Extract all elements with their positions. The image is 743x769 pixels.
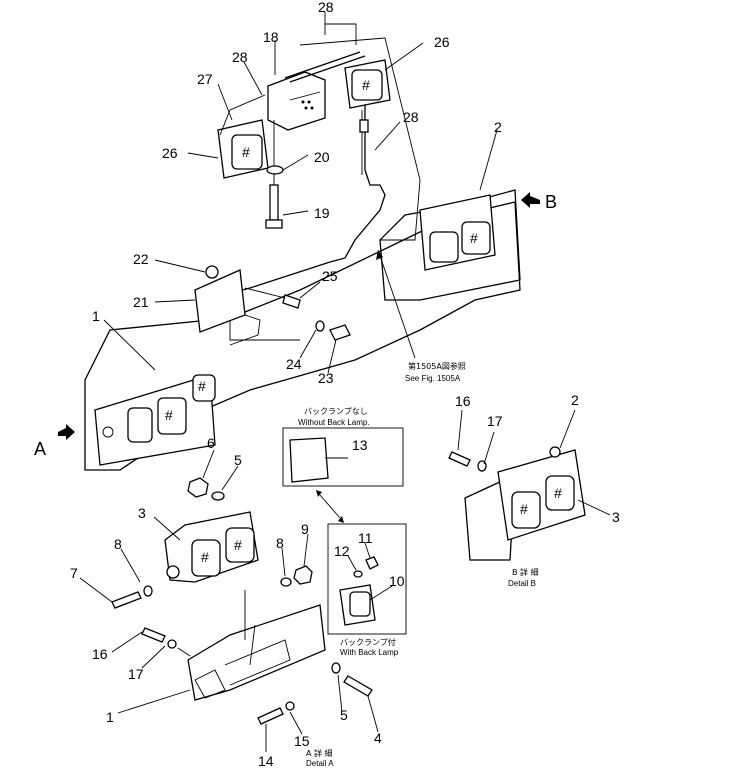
tail-lamp-right-top: # <box>419 194 496 271</box>
callout-16-a: 16 <box>92 646 108 662</box>
bolt-23 <box>315 320 351 341</box>
callout-20: 20 <box>314 149 330 165</box>
callout-3-a: 3 <box>138 505 146 521</box>
detail-b-assembly: # # <box>448 446 586 561</box>
without-back-lamp-en: Without Back Lamp. <box>298 418 370 427</box>
tail-lamp-left-top: # # <box>94 374 216 466</box>
detail-a-jp: A 詳 細 <box>306 748 333 758</box>
callout-28-top: 28 <box>318 0 334 15</box>
leader-lines <box>79 12 611 752</box>
callout-28-right: 28 <box>403 109 419 125</box>
svg-text:#: # <box>362 77 370 93</box>
callout-3-b: 3 <box>612 509 620 525</box>
work-lamp-right: # <box>344 59 391 109</box>
callout-15: 15 <box>294 733 310 749</box>
hash-lamp-icon: # <box>470 230 478 246</box>
nut-9 <box>293 565 313 585</box>
svg-text:#: # <box>165 407 173 423</box>
without-back-lamp-box <box>282 427 404 487</box>
double-arrow-icon <box>316 490 344 523</box>
callout-5-lower: 5 <box>340 707 348 723</box>
see-fig-note-jp: 第1505A図参照 <box>408 361 466 371</box>
callout-10: 10 <box>389 573 405 589</box>
bracket-1-detail-a <box>187 590 326 701</box>
callout-8-right: 8 <box>276 535 284 551</box>
callout-9: 9 <box>301 521 309 537</box>
detail-a-en: Detail A <box>306 759 334 768</box>
washer-8-right <box>280 577 292 587</box>
lamp-bar-28 <box>219 51 366 136</box>
callout-5-upper: 5 <box>234 452 242 468</box>
bolt-7 <box>111 585 153 609</box>
view-b-label: B <box>545 192 557 212</box>
callout-21: 21 <box>133 294 149 310</box>
wire-harness <box>234 105 386 293</box>
work-lamp-left: # <box>217 119 269 179</box>
connector-25 <box>244 287 301 309</box>
svg-text:#: # <box>234 537 242 553</box>
washer-20 <box>266 165 284 175</box>
lamp-housing-18 <box>267 71 326 131</box>
callout-17-a: 17 <box>128 666 144 682</box>
with-back-lamp-en: With Back Lamp <box>340 648 399 657</box>
nut-6 <box>187 477 209 498</box>
detail-b-en: Detail B <box>508 579 536 588</box>
callout-27: 27 <box>197 71 213 87</box>
callout-24: 24 <box>286 356 302 372</box>
bolt-16-detail-a <box>141 627 191 657</box>
callout-17-b: 17 <box>487 413 503 429</box>
callout-6: 6 <box>207 435 215 451</box>
callout-13: 13 <box>352 437 368 453</box>
callout-16-b: 16 <box>455 393 471 409</box>
callout-1-top: 1 <box>92 308 100 324</box>
tail-lamp-3-detail-a: # # <box>164 511 259 583</box>
bolt-14 <box>257 701 295 725</box>
view-a-label: A <box>34 439 46 459</box>
callout-28-left: 28 <box>232 49 248 65</box>
callout-14: 14 <box>258 753 274 769</box>
filled-arrow-icon <box>58 424 75 440</box>
callout-11: 11 <box>358 530 373 546</box>
callout-2-top: 2 <box>494 119 502 135</box>
bolt-4 <box>331 662 373 697</box>
svg-text:#: # <box>201 549 209 565</box>
svg-text:#: # <box>554 485 562 501</box>
filled-arrow-icon <box>521 192 540 208</box>
with-back-lamp-box <box>327 523 407 635</box>
callout-26-left: 26 <box>162 145 178 161</box>
with-back-lamp-jp: バックランプ付 <box>340 637 396 647</box>
callout-4: 4 <box>374 730 382 746</box>
callout-23: 23 <box>318 370 334 386</box>
callout-8-left: 8 <box>114 536 122 552</box>
without-back-lamp-jp: バックランプなし <box>304 407 368 416</box>
callout-26-right: 26 <box>434 34 450 50</box>
callout-12: 12 <box>334 543 350 559</box>
callout-18: 18 <box>263 29 279 45</box>
svg-text:#: # <box>520 501 528 517</box>
callout-19: 19 <box>314 205 330 221</box>
callout-2-b: 2 <box>571 392 579 408</box>
bracket-21 <box>194 265 261 346</box>
callout-1-a: 1 <box>106 709 114 725</box>
callout-25: 25 <box>322 268 338 284</box>
callout-22: 22 <box>133 251 149 267</box>
washer-5-upper <box>211 491 225 501</box>
callout-7: 7 <box>70 565 78 581</box>
detail-b-jp: B 詳 細 <box>512 567 539 577</box>
svg-text:#: # <box>198 378 206 394</box>
svg-text:#: # <box>242 144 250 160</box>
see-fig-note-en: See Fig. 1505A <box>405 374 461 383</box>
